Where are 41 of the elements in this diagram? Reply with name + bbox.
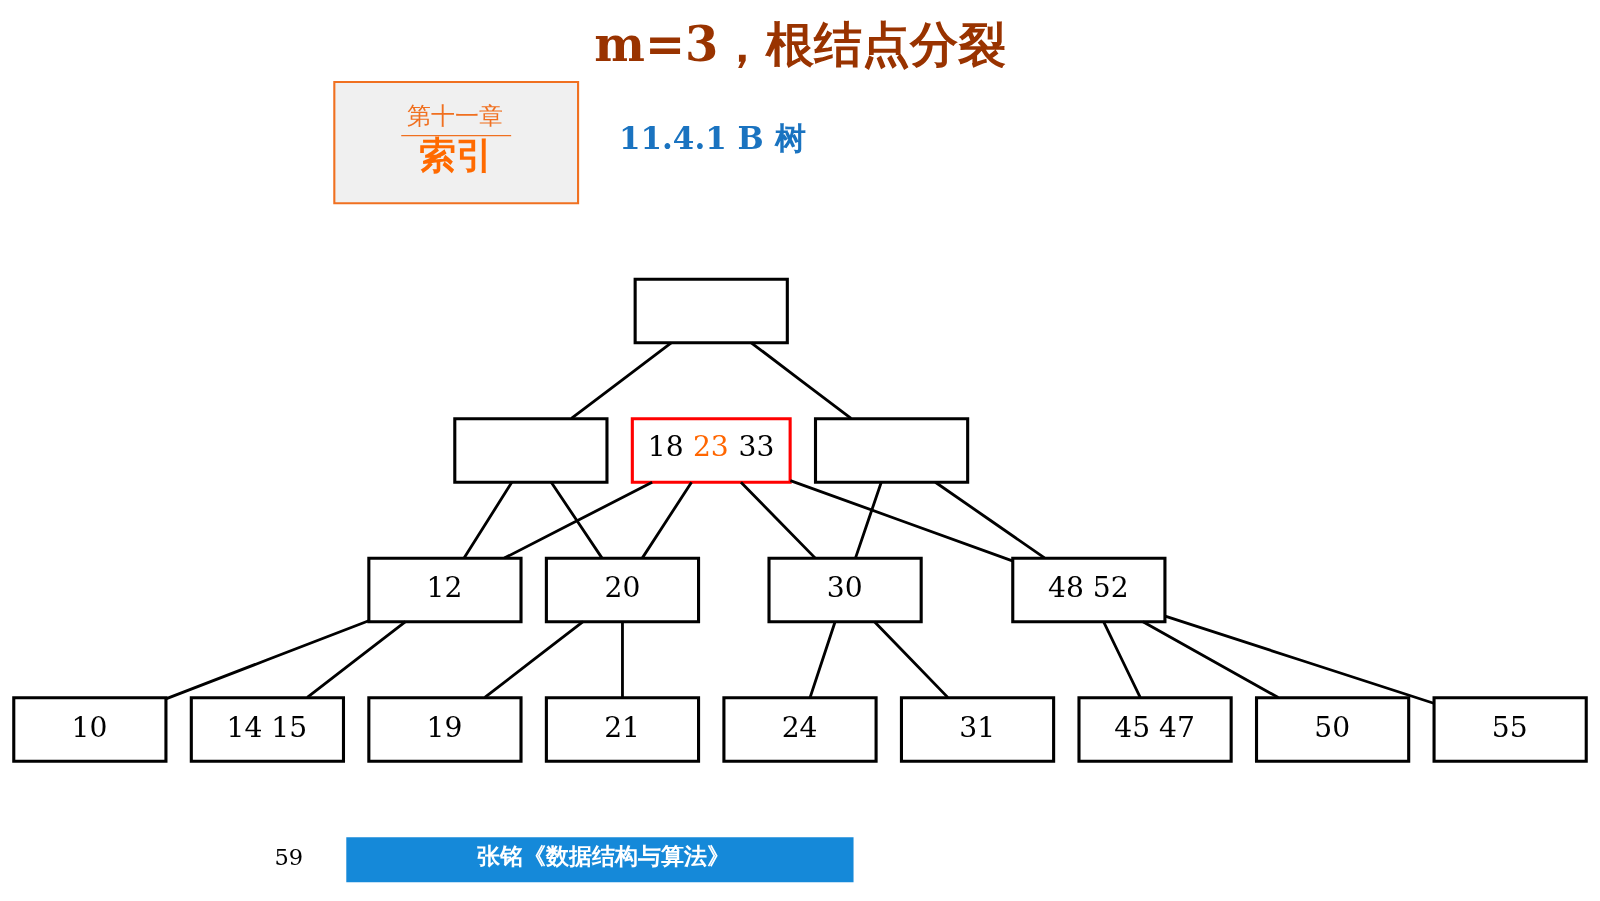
connector	[934, 481, 1046, 560]
connector	[166, 619, 370, 700]
label: 张铭《数据结构与算法》	[477, 842, 731, 869]
connector	[1142, 620, 1279, 699]
label: 59	[274, 844, 304, 871]
node-box: 20	[544, 556, 701, 624]
node-box: 50	[1254, 696, 1411, 763]
node-box: 24	[722, 696, 878, 763]
connector	[739, 481, 816, 559]
connector	[854, 481, 883, 559]
node-box: 31	[899, 696, 1056, 763]
connector	[641, 481, 693, 559]
connector	[1102, 621, 1142, 698]
node-box	[453, 417, 609, 484]
node-box: 55	[1432, 696, 1588, 763]
node-box: 21	[544, 696, 701, 763]
node-box: 14 15	[189, 696, 346, 763]
connector	[483, 620, 584, 699]
label: 11.4.1 B 树	[618, 120, 806, 157]
connector	[570, 341, 673, 420]
node-box: 12	[367, 556, 523, 624]
diagram-title: m=3，根结点分裂	[594, 16, 1007, 73]
connector	[550, 481, 604, 559]
node-box: 10	[12, 696, 168, 763]
node-box: 19	[367, 696, 523, 763]
connector	[789, 479, 1013, 563]
connector	[750, 341, 852, 420]
node-box: 18 23 33	[630, 417, 792, 484]
node-box: 30	[767, 556, 923, 624]
connector	[621, 621, 624, 698]
node-box	[813, 417, 970, 484]
node-box: 第十一章 索引	[333, 81, 580, 205]
connector	[808, 621, 837, 698]
connector	[1164, 614, 1435, 705]
node-box: 48 52	[1011, 556, 1167, 624]
connector	[306, 620, 407, 699]
connector	[873, 620, 949, 699]
connector	[503, 481, 653, 560]
node-box	[633, 277, 789, 345]
connector	[463, 481, 513, 559]
node-box: 45 47	[1077, 696, 1233, 763]
